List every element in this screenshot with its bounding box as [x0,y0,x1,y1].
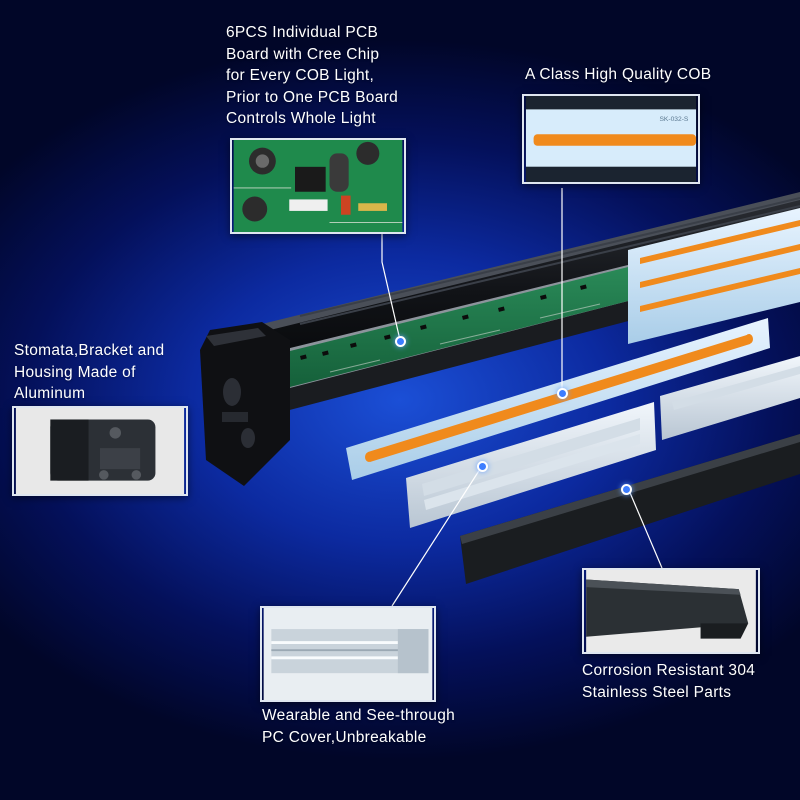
cover-feature-label: Wearable and See-through PC Cover,Unbrea… [262,707,456,746]
housing-feature-label: Stomata,Bracket and Housing Made of Alum… [14,342,165,402]
callout-line-pcb [381,232,401,341]
mounted-cob-plate [628,208,800,344]
cob-closeup-inset: SK-032-S [522,94,700,184]
housing-closeup-inset [12,406,188,496]
end-bracket [200,322,290,486]
callout-dot-pcb [395,336,406,347]
pc-cover-closeup-inset [260,606,436,702]
pcb-feature-label: 6PCS Individual PCB Board with Cree Chip… [226,24,399,127]
cob-strip-code: SK-032-S [659,116,688,123]
pcb-boards [286,266,632,388]
callout-line-cover [391,465,483,607]
callout-dot-cover [477,461,488,472]
cob-feature-label: A Class High Quality COB [525,66,712,83]
steel-feature-label: Corrosion Resistant 304 Stainless Steel … [582,662,756,701]
callout-lines [381,188,663,607]
callout-dot-cob [557,388,568,399]
steel-closeup-inset [582,568,760,654]
pcb-closeup-inset [230,138,406,234]
pc-cover-pieces [406,356,800,528]
callout-line-steel [627,487,663,569]
callout-dot-steel [621,484,632,495]
